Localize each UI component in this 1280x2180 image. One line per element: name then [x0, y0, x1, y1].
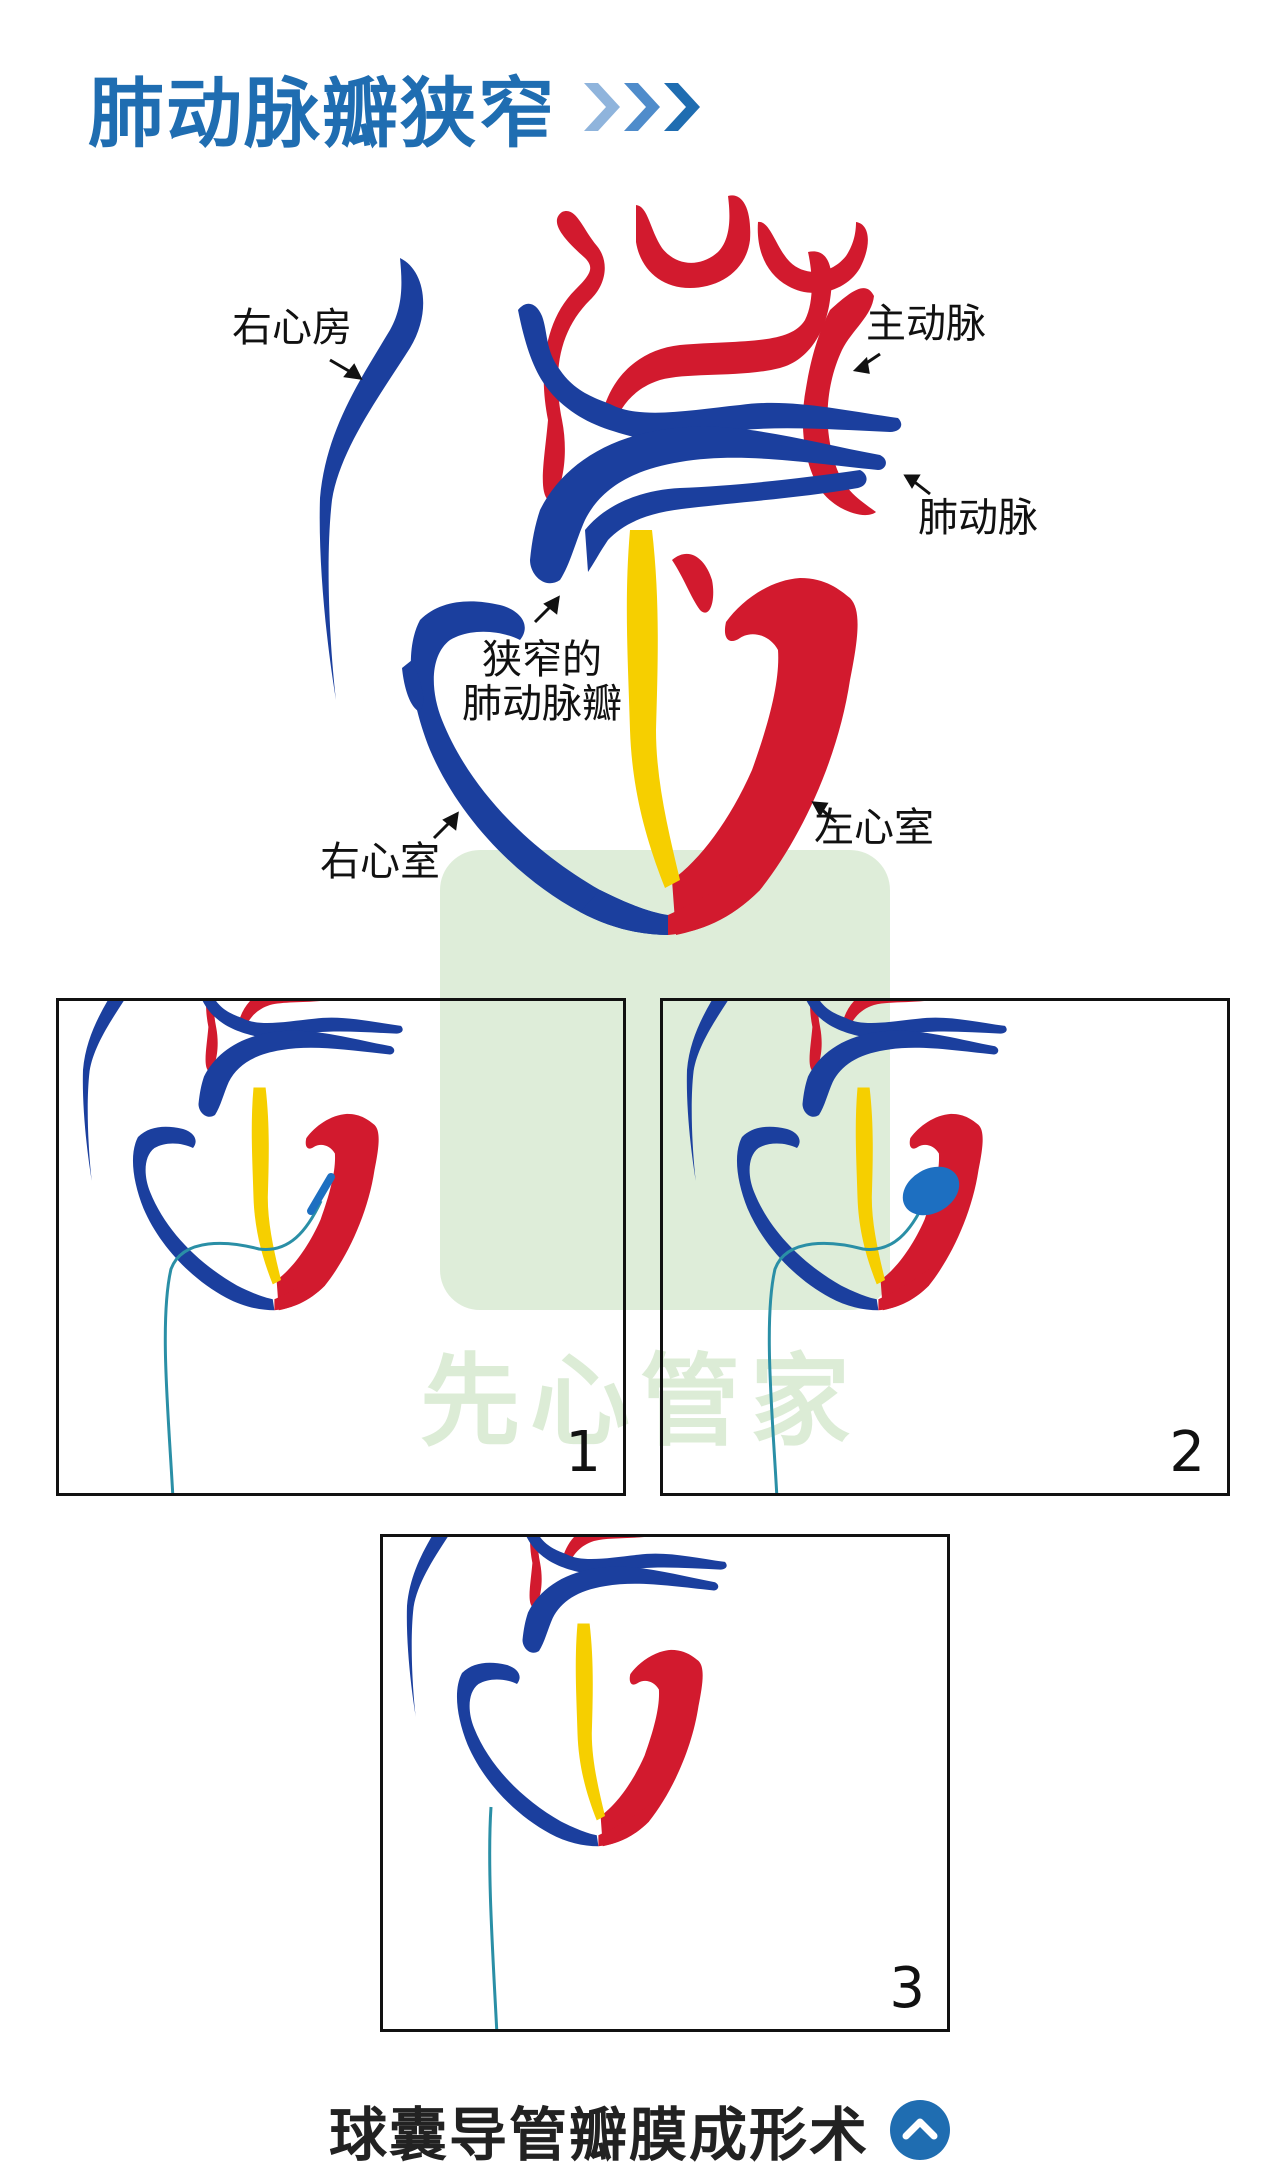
- label-right-atrium: 右心房: [232, 305, 352, 351]
- rv-inner-wall: [402, 660, 424, 712]
- label-stenotic-valve-line2: 肺动脉瓣: [462, 681, 622, 727]
- panel-1-heart: [82, 1001, 403, 1493]
- inflated-balloon: [902, 1166, 960, 1216]
- deflated-balloon: [307, 1173, 335, 1215]
- label-stenotic-valve-line1: 狭窄的: [482, 637, 602, 683]
- right-atrium-shape: [319, 258, 424, 700]
- main-heart-diagram: 右心房 主动脉 肺动脉 狭窄的 肺动脉瓣 右心室 左心室: [0, 0, 1280, 1000]
- arrow-left-ventricle: [811, 801, 837, 824]
- arrow-aorta: [852, 352, 881, 374]
- aorta-shape: [542, 210, 605, 500]
- panel-2: 2: [660, 998, 1230, 1496]
- left-ventricle-shape: [672, 578, 858, 935]
- aorta-branch-1: [636, 195, 751, 288]
- heart-svg: [319, 195, 931, 935]
- aorta-branch-2: [757, 221, 868, 293]
- panel-3-number: 3: [889, 1956, 925, 2021]
- catheter-line: [767, 1200, 927, 1493]
- panel-2-heart: [686, 1001, 1007, 1493]
- septum-shape: [626, 530, 680, 888]
- page-title: 肺动脉瓣狭窄: [88, 52, 702, 162]
- label-aorta: 主动脉: [866, 301, 986, 347]
- panel-3-heart: [406, 1537, 727, 2029]
- footer: 球囊导管瓣膜成形术: [0, 2088, 1280, 2172]
- panel-3: 3: [380, 1534, 950, 2032]
- triple-chevron-right-icon: [584, 83, 700, 131]
- catheter-line: [163, 1200, 323, 1493]
- arrow-right-atrium: [329, 358, 363, 380]
- panel-1: 1: [56, 998, 626, 1496]
- label-left-ventricle: 左心室: [814, 805, 934, 851]
- right-ventricle-shape: [410, 601, 668, 935]
- pulmonary-artery-shape: [518, 303, 902, 440]
- pulmonary-branch-right: [585, 470, 867, 572]
- label-stenotic-valve: 狭窄的 肺动脉瓣: [462, 638, 622, 726]
- catheter-line: [488, 1806, 499, 2029]
- label-pulmonary-artery: 肺动脉: [918, 495, 1038, 541]
- title-text: 肺动脉瓣狭窄: [88, 69, 556, 158]
- arrow-pulmonary-artery: [903, 474, 931, 496]
- arrow-right-ventricle: [432, 811, 459, 840]
- apex-blue: [580, 890, 668, 935]
- watermark-text: 先心管家: [420, 1343, 860, 1460]
- footer-title: 球囊导管瓣膜成形术: [328, 2101, 869, 2169]
- aorta-arch-shape: [602, 251, 832, 430]
- apex-red: [668, 860, 760, 935]
- chevron-up-circle-icon[interactable]: [889, 2099, 951, 2161]
- panel-2-number: 2: [1169, 1420, 1205, 1485]
- panel-1-number: 1: [565, 1420, 601, 1485]
- left-atrium-shape: [672, 553, 714, 613]
- label-right-ventricle: 右心室: [320, 839, 440, 885]
- pulmonary-trunk-shape: [530, 426, 886, 584]
- arrow-stenotic-valve: [533, 595, 560, 624]
